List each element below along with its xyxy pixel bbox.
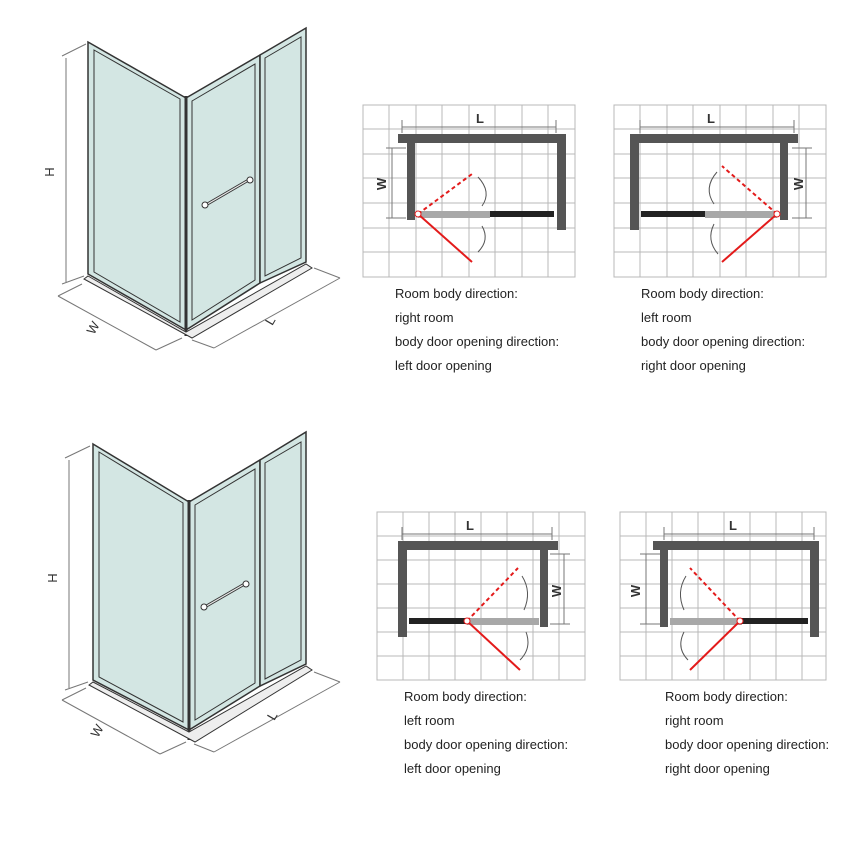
tile-grid [613,104,827,278]
walls [630,134,798,230]
length-dimension [663,527,815,540]
plan-caption-4: Room body direction: right room body doo… [665,685,829,781]
plan-caption-2: Room body direction: left room body door… [641,282,805,378]
height-label: H [42,167,57,176]
tile-grid [619,511,827,681]
left-panel-frame-inner [93,49,181,323]
plan-caption-3: Room body direction: left room body door… [404,685,568,781]
length-dimension [193,671,341,753]
width-dimension [61,687,187,755]
shower-tray [88,665,313,743]
length-dimension [191,267,341,349]
caption-line: Room body direction: [395,286,518,301]
caption-line: Room body direction: [404,689,527,704]
fixed-glass-panel [259,430,307,688]
width-dimension [792,147,812,219]
width-label: W [549,584,564,597]
caption-line: left room [404,713,455,728]
door-swing [680,567,744,671]
caption-line: body door opening direction: [665,737,830,752]
door-closed-position [467,618,539,625]
door-closed-position [705,211,777,218]
width-label: W [374,177,389,190]
length-label: L [476,111,484,126]
length-label: L [707,111,715,126]
width-dimension [550,553,570,625]
door-swing [708,165,781,263]
shower-enclosure-top: H W L [42,26,341,351]
fixed-panel-frame-inner [264,36,302,277]
shower-tray [83,263,313,339]
shower-enclosure-bottom: H W L [45,430,341,755]
fixed-panel [488,211,554,217]
door-frame-inner [194,468,256,721]
height-dimension [61,43,87,285]
tile-grid [362,104,576,278]
caption-line: right door opening [641,358,746,373]
width-dimension [386,147,406,219]
door-closed-position [418,211,490,218]
caption-line: left door opening [395,358,492,373]
length-dimension [401,120,557,133]
fixed-panel [409,618,469,624]
width-label: W [791,177,806,190]
caption-line: body door opening direction: [395,334,560,349]
door-swing [414,173,487,263]
caption-line: Room body direction: [641,286,764,301]
height-dimension [64,445,91,691]
width-dimension [640,553,660,625]
length-label: L [729,518,737,533]
plan-caption-1: Room body direction: right room body doo… [395,282,559,378]
width-label: W [628,584,643,597]
length-label: L [466,518,474,533]
towel-bar-handle [201,176,254,209]
walls [653,541,819,637]
caption-line: body door opening direction: [404,737,569,752]
length-dimension [639,120,795,133]
caption-line: body door opening direction: [641,334,806,349]
fixed-panel-frame-inner [264,441,302,680]
fixed-panel [641,211,707,217]
door-swing [463,567,529,671]
caption-line: right door opening [665,761,770,776]
fixed-glass-panel [259,26,307,285]
door-closed-position [670,618,742,625]
length-dimension [401,527,553,540]
caption-line: Room body direction: [665,689,788,704]
towel-bar-handle [200,580,250,611]
caption-line: right room [395,310,454,325]
width-dimension [57,283,183,351]
caption-line: right room [665,713,724,728]
height-label: H [45,573,60,582]
walls [398,541,558,637]
caption-line: left room [641,310,692,325]
caption-line: left door opening [404,761,501,776]
left-panel-frame-inner [98,451,184,723]
fixed-panel [742,618,808,624]
door-frame-inner [191,63,256,321]
walls [398,134,566,230]
